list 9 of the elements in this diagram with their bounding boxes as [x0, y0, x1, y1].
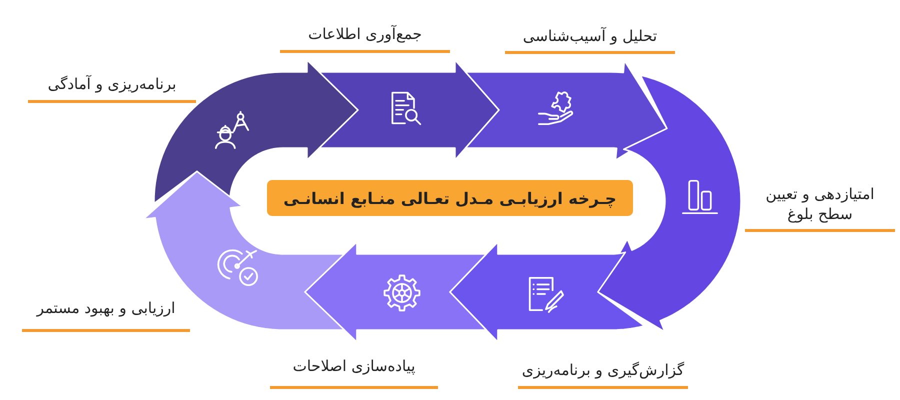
stage-label: جمع‌آوری اطلاعات — [280, 23, 450, 52]
stage-label: پیاده‌سازی اصلاحات — [270, 355, 438, 388]
stage-label: گزارش‌گیری و برنامه‌ریزی — [518, 359, 688, 388]
stage-label: ارزیابی و بهبود مستمر — [22, 297, 190, 332]
title-banner — [267, 180, 633, 216]
stage-label: تحلیل و آسیب‌شناسی — [505, 25, 675, 54]
stage-label: امتیازدهی و تعیین سطح بلوغ — [745, 184, 895, 232]
banner-text: چـرخه ارزیابـی مـدل تعـالی منـابع انسانـی — [283, 188, 617, 208]
stage-label: برنامه‌ریزی و آمادگی — [28, 73, 196, 102]
